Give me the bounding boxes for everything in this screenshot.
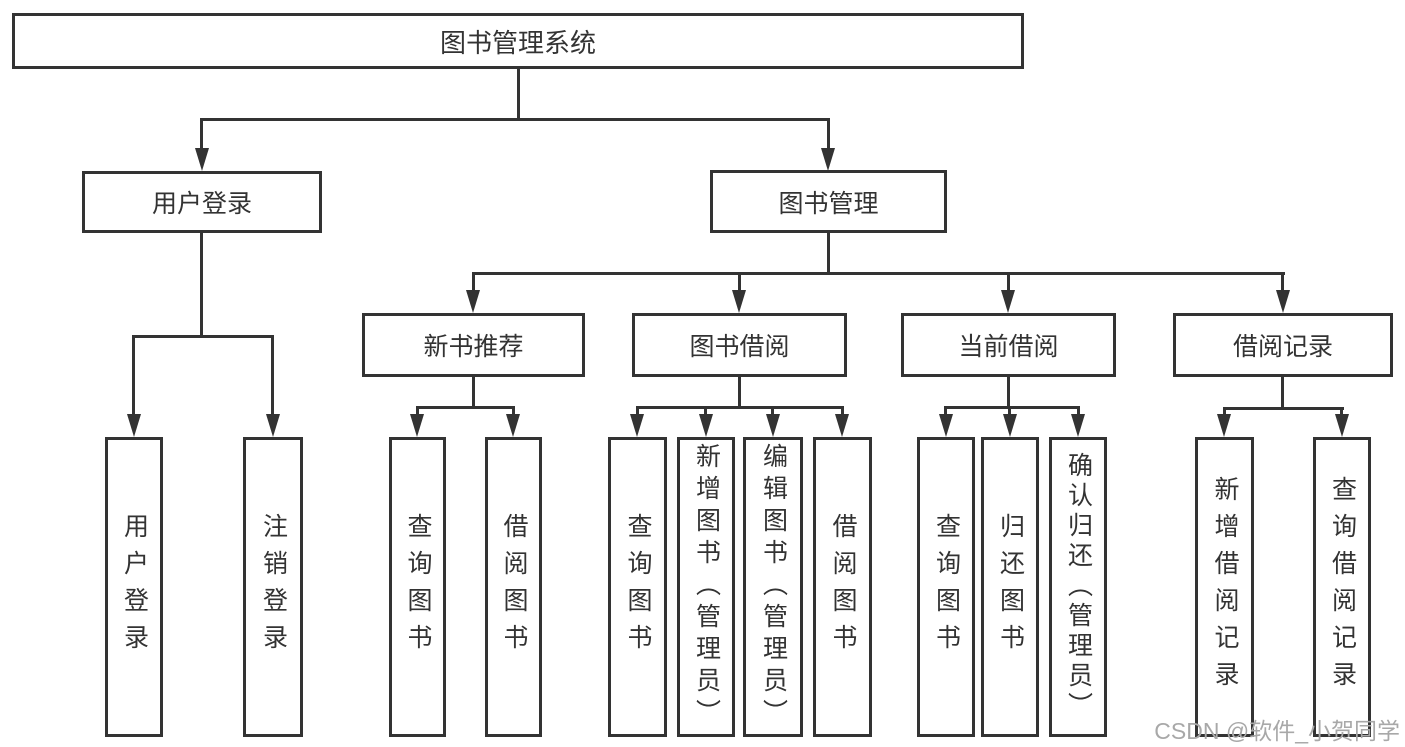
connector-line — [1223, 407, 1226, 416]
connector-line — [1281, 272, 1284, 292]
connector-line — [704, 406, 707, 416]
leaf-confirm-return-admin-label: 确认归还（管理员） — [1064, 452, 1093, 722]
connector-line — [827, 118, 830, 149]
leaf-query-borrow-record: 查询借阅记录 — [1313, 437, 1371, 737]
arrowhead-down-icon — [1071, 414, 1085, 437]
connector-line — [132, 335, 135, 415]
arrowhead-down-icon — [699, 414, 713, 437]
leaf-edit-book-admin: 编辑图书（管理员） — [743, 437, 803, 737]
arrowhead-down-icon — [732, 290, 746, 313]
connector-line — [200, 118, 203, 149]
leaf-logout-label: 注销登录 — [259, 513, 288, 661]
connector-line — [944, 406, 1080, 409]
node-book-management: 图书管理 — [710, 170, 947, 233]
connector-line — [738, 377, 741, 406]
leaf-query-books-borrow-label: 查询图书 — [624, 513, 652, 661]
node-new-book-recommend: 新书推荐 — [362, 313, 585, 377]
connector-line — [841, 406, 844, 416]
node-borrowing-records: 借阅记录 — [1173, 313, 1393, 377]
node-current-borrowing: 当前借阅 — [901, 313, 1116, 377]
arrowhead-down-icon — [1003, 414, 1017, 437]
arrowhead-down-icon — [506, 414, 520, 437]
connector-line — [200, 118, 830, 121]
node-borrowing-records-label: 借阅记录 — [1232, 333, 1333, 361]
leaf-user-login-label: 用户登录 — [120, 513, 149, 661]
arrowhead-down-icon — [939, 414, 953, 437]
connector-line — [512, 406, 515, 416]
connector-line — [738, 272, 741, 292]
node-book-management-label: 图书管理 — [778, 189, 879, 218]
leaf-query-books-newrec-label: 查询图书 — [404, 513, 432, 661]
leaf-borrow-books-borrow: 借阅图书 — [813, 437, 872, 737]
leaf-query-borrow-record-label: 查询借阅记录 — [1328, 476, 1357, 698]
connector-line — [1007, 272, 1010, 292]
connector-line — [944, 406, 947, 416]
leaf-add-borrow-record: 新增借阅记录 — [1195, 437, 1254, 737]
arrowhead-down-icon — [630, 414, 644, 437]
connector-line — [1340, 407, 1343, 416]
arrowhead-down-icon — [821, 148, 835, 171]
connector-line — [517, 69, 520, 118]
node-user-login-label: 用户登录 — [151, 190, 252, 218]
connector-line — [1077, 406, 1080, 416]
arrowhead-down-icon — [127, 414, 141, 437]
connector-line — [771, 406, 774, 416]
leaf-return-books-label: 归还图书 — [996, 513, 1025, 661]
leaf-borrow-books-borrow-label: 借阅图书 — [829, 513, 857, 661]
node-user-login: 用户登录 — [82, 171, 322, 233]
node-current-borrowing-label: 当前借阅 — [958, 333, 1059, 361]
leaf-add-book-admin-label: 新增图书（管理员） — [692, 443, 721, 731]
arrowhead-down-icon — [466, 290, 480, 313]
arrowhead-down-icon — [766, 414, 780, 437]
arrowhead-down-icon — [195, 148, 209, 171]
leaf-borrow-books-newrec-label: 借阅图书 — [500, 513, 528, 661]
leaf-logout: 注销登录 — [243, 437, 303, 737]
watermark: CSDN @软件_小贺同学 — [1154, 718, 1400, 744]
connector-line — [472, 377, 475, 406]
arrowhead-down-icon — [835, 414, 849, 437]
arrowhead-down-icon — [410, 414, 424, 437]
leaf-add-book-admin: 新增图书（管理员） — [677, 437, 735, 737]
connector-line — [200, 233, 203, 335]
connector-line — [271, 335, 274, 415]
connector-line — [1007, 377, 1010, 406]
connector-line — [416, 406, 419, 416]
connector-line — [636, 406, 844, 409]
arrowhead-down-icon — [1217, 414, 1231, 437]
connector-line — [1281, 377, 1284, 407]
leaf-query-books-current-label: 查询图书 — [932, 513, 961, 661]
arrowhead-down-icon — [1335, 414, 1349, 437]
leaf-query-books-current: 查询图书 — [917, 437, 975, 737]
connector-line — [1008, 406, 1011, 416]
node-root: 图书管理系统 — [12, 13, 1024, 69]
arrowhead-down-icon — [1001, 290, 1015, 313]
leaf-borrow-books-newrec: 借阅图书 — [485, 437, 542, 737]
node-root-label: 图书管理系统 — [439, 27, 596, 58]
arrowhead-down-icon — [266, 414, 280, 437]
leaf-query-books-newrec: 查询图书 — [389, 437, 446, 737]
connector-line — [827, 233, 830, 272]
arrowhead-down-icon — [1276, 290, 1290, 313]
leaf-edit-book-admin-label: 编辑图书（管理员） — [759, 443, 788, 731]
connector-line — [1223, 407, 1344, 410]
node-new-book-recommend-label: 新书推荐 — [423, 333, 524, 361]
connector-line — [472, 272, 1285, 275]
leaf-query-books-borrow: 查询图书 — [608, 437, 667, 737]
connector-line — [472, 272, 475, 292]
node-book-borrowing: 图书借阅 — [632, 313, 847, 377]
connector-line — [416, 406, 515, 409]
connector-line — [132, 335, 274, 338]
leaf-return-books: 归还图书 — [981, 437, 1039, 737]
connector-line — [636, 406, 639, 416]
node-book-borrowing-label: 图书借阅 — [689, 333, 790, 361]
leaf-user-login: 用户登录 — [105, 437, 163, 737]
leaf-confirm-return-admin: 确认归还（管理员） — [1049, 437, 1107, 737]
leaf-add-borrow-record-label: 新增借阅记录 — [1211, 476, 1239, 698]
